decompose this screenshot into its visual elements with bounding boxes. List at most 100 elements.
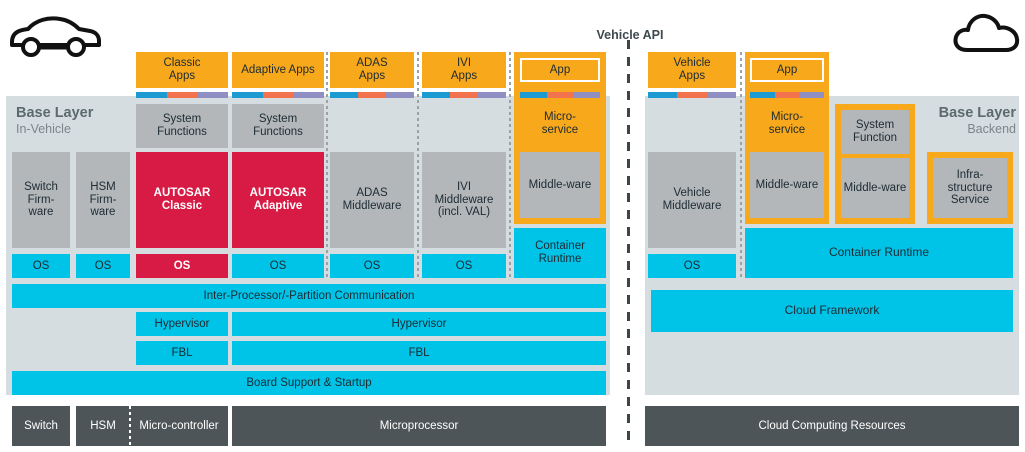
board-support-startup-bar[interactable]: Board Support & Startup: [12, 371, 606, 395]
backend-app-label: App: [776, 63, 798, 76]
capability-bar-vehicle-apps: [648, 92, 736, 98]
sysfn-adaptive-line2: Functions: [253, 126, 303, 138]
veh-cr-line2: Runtime: [538, 253, 582, 265]
backend-vehicle-os[interactable]: OS: [648, 254, 736, 278]
backend-vehicle-apps-block[interactable]: Vehicle Apps: [648, 52, 736, 88]
backend-microservice-label: Micro- service: [745, 102, 829, 146]
adas-middleware-block[interactable]: ADAS Middleware: [330, 152, 414, 248]
switch-fw-line2: Firm-: [27, 193, 55, 206]
ivi-middleware-block[interactable]: IVI Middleware (incl. VAL): [422, 152, 506, 248]
vehicle-microservice-middleware[interactable]: Middle-ware: [520, 152, 600, 218]
system-functions-classic[interactable]: System Functions: [136, 104, 228, 148]
fbl-microprocessor[interactable]: FBL: [232, 341, 606, 365]
board-support-label: Board Support & Startup: [246, 376, 372, 389]
sysfn-classic-line1: System: [162, 113, 202, 126]
column-separator-microservice: [509, 52, 511, 278]
hypervisor-microcontroller[interactable]: Hypervisor: [136, 312, 228, 336]
vehicle-base-layer-title: Base Layer In-Vehicle: [16, 104, 146, 138]
backend-system-function-block[interactable]: System Function: [841, 110, 909, 154]
hardware-hsm[interactable]: HSM: [76, 406, 130, 446]
vehicle-container-runtime[interactable]: Container Runtime: [514, 228, 606, 278]
column-separator-adas: [326, 52, 328, 278]
backend-micro-line1: Micro-: [771, 111, 803, 124]
capability-bar-adas: [330, 92, 414, 98]
ivi-mw-line1: IVI: [456, 180, 472, 193]
fbl-label-1: FBL: [171, 346, 193, 359]
backend-vehicle-middleware-block[interactable]: Vehicle Middleware: [648, 152, 736, 248]
backend-app-block[interactable]: App: [750, 58, 824, 82]
autosar-adaptive-block[interactable]: AUTOSAR Adaptive: [232, 152, 324, 248]
switch-firmware-block[interactable]: Switch Firm- ware: [12, 152, 70, 248]
app-block-ivi-apps[interactable]: IVI Apps: [422, 52, 506, 88]
backend-container-runtime[interactable]: Container Runtime: [745, 228, 1013, 278]
hypervisor-microprocessor[interactable]: Hypervisor: [232, 312, 606, 336]
os-label-1: OS: [32, 259, 50, 272]
sysfn-adaptive-line1: System: [258, 113, 298, 126]
os-autosar-adaptive[interactable]: OS: [232, 254, 324, 278]
inter-processor-communication-bar[interactable]: Inter-Processor/-Partition Communication: [12, 284, 606, 308]
os-label-5: OS: [363, 259, 381, 272]
capability-bar-ivi: [422, 92, 506, 98]
hw-mcu-label: Micro-controller: [139, 419, 219, 432]
system-functions-adaptive[interactable]: System Functions: [232, 104, 324, 148]
backend-sysfn-line2: Function: [852, 132, 898, 144]
vehicle-backend-divider: [627, 40, 630, 445]
veh-cr-line1: Container: [535, 240, 585, 253]
autosar-classic-line2: Classic: [161, 200, 203, 212]
hardware-hsm-mcu-separator: [129, 406, 131, 446]
vehicle-app-block[interactable]: App: [520, 58, 600, 82]
capability-bar-vehicle-microservice: [520, 92, 600, 98]
autosar-adaptive-line1: AUTOSAR: [249, 187, 307, 200]
fbl-microcontroller[interactable]: FBL: [136, 341, 228, 365]
os-adas[interactable]: OS: [330, 254, 414, 278]
adas-mw-line2: Middleware: [342, 200, 402, 212]
app-block-adaptive-apps[interactable]: Adaptive Apps: [232, 52, 324, 88]
capability-bar-classic: [136, 92, 228, 98]
hardware-microprocessor[interactable]: Microprocessor: [232, 406, 606, 446]
backend-microservice-middleware[interactable]: Middle-ware: [750, 152, 824, 218]
backend-micro-mw-label: Middle-ware: [755, 178, 819, 191]
os-hsm[interactable]: OS: [76, 254, 130, 278]
hsm-firmware-block[interactable]: HSM Firm- ware: [76, 152, 130, 248]
cloud-framework-bar[interactable]: Cloud Framework: [651, 290, 1013, 332]
switch-fw-line3: ware: [28, 206, 54, 219]
veh-mw-line2: Middleware: [662, 200, 722, 212]
capability-bar-backend-microservice: [750, 92, 824, 98]
adaptive-apps-label: Adaptive Apps: [241, 63, 315, 76]
vehicle-app-label: App: [549, 63, 571, 76]
sysfn-classic-line2: Functions: [157, 126, 207, 138]
fbl-label-2: FBL: [408, 346, 430, 359]
infra-line3: Service: [950, 194, 990, 207]
app-block-classic-apps[interactable]: Classic Apps: [136, 52, 228, 88]
autosar-classic-block[interactable]: AUTOSAR Classic: [136, 152, 228, 248]
hw-switch-label: Switch: [24, 419, 58, 432]
hardware-microcontroller[interactable]: Micro-controller: [130, 406, 228, 446]
backend-layer-title: Base Layer: [938, 105, 1016, 121]
backend-infrastructure-service-block[interactable]: Infra- structure Service: [933, 158, 1007, 218]
capability-bar-adaptive: [232, 92, 324, 98]
ivi-mw-line2: Middleware: [434, 193, 494, 206]
veh-apps-line2: Apps: [678, 70, 706, 82]
vehicle-micro-line1: Micro-: [544, 111, 576, 124]
os-ivi[interactable]: OS: [422, 254, 506, 278]
hardware-cloud-computing-resources[interactable]: Cloud Computing Resources: [645, 406, 1019, 446]
adas-mw-line1: ADAS: [356, 187, 388, 200]
vehicle-micro-line2: service: [541, 124, 579, 136]
backend-os-label: OS: [683, 259, 701, 272]
app-block-adas-apps[interactable]: ADAS Apps: [330, 52, 414, 88]
os-label-4: OS: [269, 259, 287, 272]
vehicle-micro-mw-label: Middle-ware: [528, 178, 592, 191]
hardware-switch[interactable]: Switch: [12, 406, 70, 446]
adas-apps-line2: Apps: [358, 70, 386, 82]
hw-cloud-label: Cloud Computing Resources: [758, 419, 906, 432]
vehicle-layer-sub: In-Vehicle: [16, 122, 71, 137]
classic-apps-line2: Apps: [168, 70, 196, 82]
os-autosar-classic[interactable]: OS: [136, 254, 228, 278]
backend-system-function-middleware[interactable]: Middle-ware: [841, 158, 909, 218]
os-switch[interactable]: OS: [12, 254, 70, 278]
car-icon: [6, 10, 104, 58]
ipc-label: Inter-Processor/-Partition Communication: [203, 289, 415, 302]
hypervisor-label-2: Hypervisor: [391, 317, 447, 330]
os-label-3: OS: [173, 259, 191, 272]
